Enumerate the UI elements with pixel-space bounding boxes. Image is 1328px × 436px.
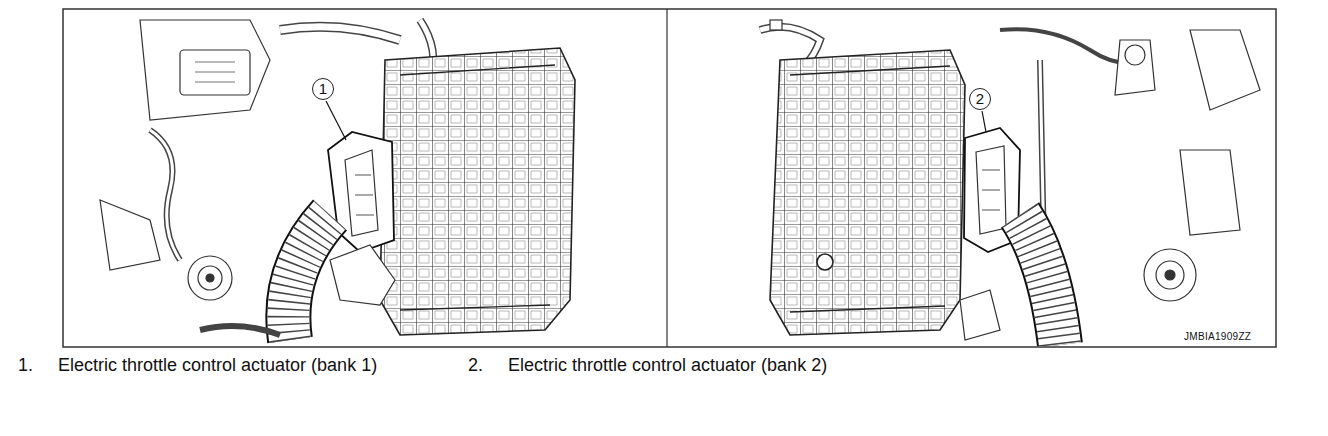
- callout-number: 2: [969, 88, 991, 110]
- callout-number: 1: [312, 78, 334, 100]
- frame: [63, 9, 1276, 347]
- caption-text: Electric throttle control actuator (bank…: [58, 352, 403, 378]
- left-engine-view: [100, 20, 575, 340]
- caption-number: 2.: [468, 352, 483, 378]
- divider: [666, 9, 667, 347]
- right-engine-view: [760, 20, 1260, 345]
- caption-number: 1.: [18, 352, 33, 378]
- leader-line: [982, 111, 986, 132]
- leader-line: [326, 101, 346, 140]
- figure-code: JMBIA1909ZZ: [1182, 331, 1253, 342]
- caption-text: Electric throttle control actuator (bank…: [508, 352, 853, 378]
